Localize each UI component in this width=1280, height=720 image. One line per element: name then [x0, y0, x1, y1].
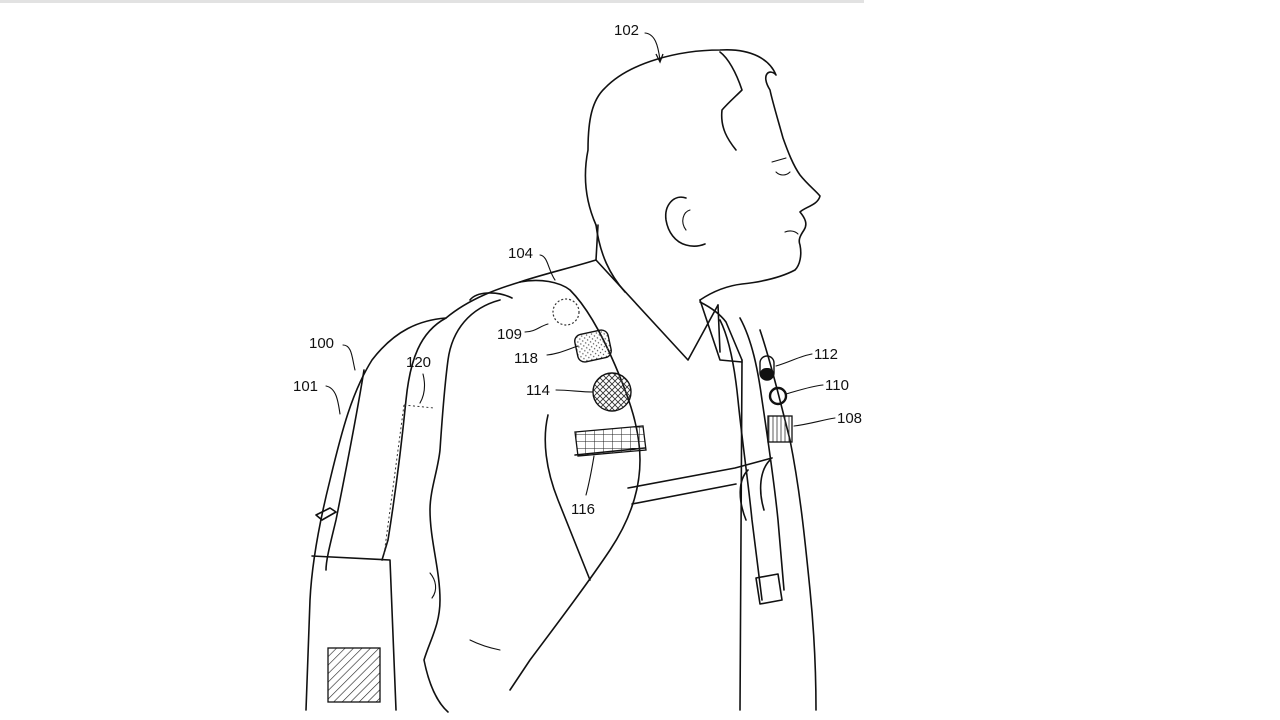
shirt-drawing: [519, 224, 743, 711]
label-110: 110: [825, 377, 849, 394]
component-108-patch: [767, 415, 793, 443]
top-edge-bar: [0, 0, 864, 3]
label-102: 102: [614, 22, 639, 39]
component-110-ring: [768, 386, 788, 406]
label-116: 116: [571, 501, 595, 518]
component-114-circle: [592, 372, 632, 412]
label-120: 120: [406, 354, 431, 371]
label-114: 114: [526, 382, 550, 399]
label-109: 109: [497, 326, 522, 343]
sensor-components: [552, 298, 793, 457]
label-100: 100: [309, 335, 334, 352]
shoulder-strap-drawing: [627, 317, 785, 605]
reference-labels: 102 104 100 101 120 109 118 114 116 112 …: [293, 22, 862, 518]
label-118: 118: [514, 350, 538, 367]
label-101: 101: [293, 378, 318, 395]
leader-lines: [325, 32, 836, 496]
component-116-band: [574, 425, 647, 457]
component-109-circle: [552, 298, 580, 326]
arm-drawing: [423, 299, 817, 713]
component-118-pad: [574, 329, 612, 363]
label-104: 104: [508, 245, 533, 262]
head-drawing: [584, 49, 821, 301]
label-112: 112: [814, 346, 838, 363]
label-108: 108: [837, 410, 862, 427]
